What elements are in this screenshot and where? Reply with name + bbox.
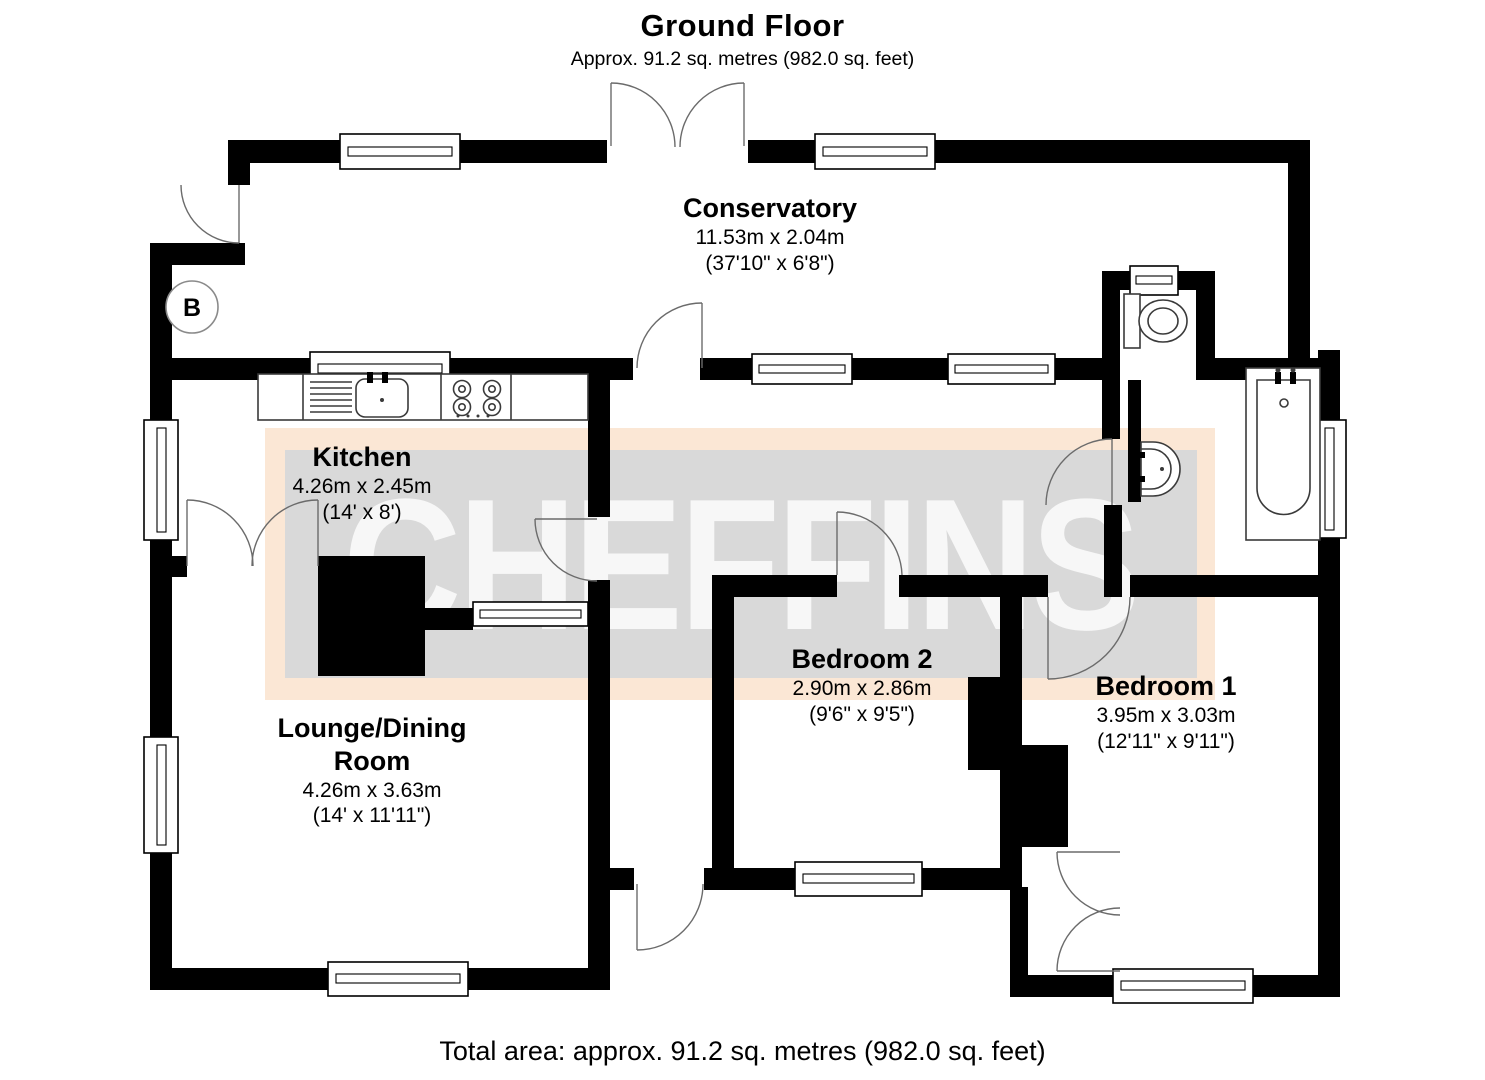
wall-segment	[712, 575, 734, 890]
wall-segment	[935, 140, 1310, 163]
door-bedroom2	[836, 511, 903, 576]
sink-icon	[355, 372, 409, 418]
door-rear-entrance	[636, 883, 704, 951]
door-bedroom1	[1047, 596, 1131, 680]
wall-segment	[704, 868, 795, 890]
window-bedroom2-south	[794, 861, 923, 897]
doors	[180, 82, 1131, 972]
window-lounge-west-upper	[143, 419, 179, 541]
wall-segment	[1130, 575, 1340, 597]
wall-segment	[899, 575, 1000, 597]
wall-segment	[700, 358, 752, 380]
wall-segment	[150, 243, 245, 265]
wall-segment	[228, 140, 250, 185]
door-hall-to-lounge	[534, 518, 598, 582]
watermark-band: CHEFFINS	[265, 428, 1215, 700]
window-lounge-west-lower	[143, 736, 179, 854]
page-subtitle: Approx. 91.2 sq. metres (982.0 sq. feet)	[570, 48, 915, 70]
drainer-icon	[310, 381, 352, 413]
door-bathroom	[1045, 438, 1113, 506]
wall-segment	[1055, 358, 1102, 380]
boiler-label: B	[183, 294, 201, 322]
wall-segment	[1288, 140, 1310, 365]
bath-icon	[1245, 367, 1321, 541]
chimney-breast-kitchen	[318, 556, 425, 676]
wall-segment	[150, 848, 172, 975]
chimney-breast-bedroom1	[1018, 745, 1068, 847]
double-doors-kitchen	[186, 499, 319, 567]
watermark-inner-band	[285, 450, 1197, 678]
window-bedroom1-south	[1112, 968, 1254, 1004]
wall-segment	[1104, 505, 1122, 597]
chimney-breast-bedroom2	[968, 677, 1022, 770]
window-hall-2	[947, 353, 1056, 385]
serving-hatch	[472, 601, 589, 627]
door-conservatory-side	[180, 184, 240, 244]
wall-segment	[1253, 975, 1340, 997]
wall-segment	[1102, 271, 1120, 439]
basin-icon	[1136, 441, 1181, 497]
wall-segment	[852, 358, 948, 380]
plan-header: Ground Floor Approx. 91.2 sq. metres (98…	[0, 8, 1485, 71]
wall-segment	[1196, 271, 1215, 380]
wall-segment	[712, 575, 837, 597]
wall-segment	[748, 140, 815, 163]
hob-icon	[452, 379, 502, 418]
total-area-text: Total area: approx. 91.2 sq. metres (982…	[439, 1036, 1046, 1066]
walls	[150, 140, 1340, 997]
wall-segment	[606, 868, 634, 890]
window-lounge-south	[327, 961, 469, 997]
wall-segment	[588, 580, 610, 990]
wall-segment	[1318, 533, 1340, 997]
wall-segment	[588, 358, 610, 517]
door-conservatory-to-hall	[636, 302, 703, 369]
wall-segment	[468, 968, 610, 990]
wall-segment	[1102, 271, 1130, 290]
windows	[143, 133, 1347, 1004]
wall-segment	[150, 243, 172, 360]
wall-segment	[922, 868, 1022, 890]
kitchen-counter	[257, 372, 589, 421]
window-wc	[1129, 265, 1179, 296]
wall-segment	[150, 358, 172, 425]
french-doors-conservatory	[610, 82, 745, 148]
wardrobe-doors-bedroom1	[1056, 851, 1121, 972]
wall-segment	[150, 556, 187, 577]
wall-segment	[1318, 350, 1340, 425]
wall-segment	[228, 140, 340, 163]
wall-segment	[425, 608, 473, 630]
wall-segment	[1128, 380, 1141, 502]
wall-segment	[460, 140, 607, 163]
wall-segment	[150, 535, 172, 742]
window-hall-1	[751, 353, 853, 385]
window-conservatory-left	[339, 133, 461, 170]
wall-segment	[150, 968, 328, 990]
wall-segment	[1010, 887, 1028, 997]
window-conservatory-right	[814, 133, 936, 170]
toilet-icon	[1123, 293, 1188, 349]
wall-segment	[1010, 975, 1113, 997]
fixtures: B	[165, 280, 1321, 541]
wall-segment	[1178, 271, 1215, 290]
page-title: Ground Floor	[640, 8, 845, 43]
boiler-indicator: B	[165, 280, 219, 334]
